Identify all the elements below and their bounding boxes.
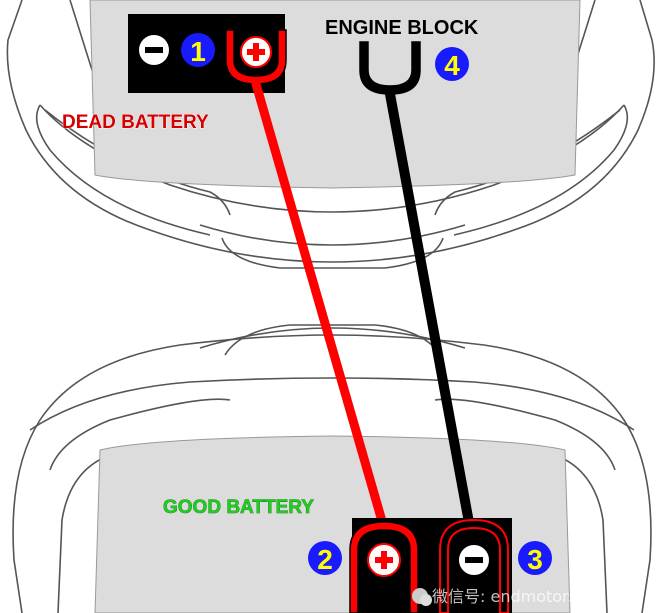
dead-battery-negative-sign <box>145 47 163 53</box>
step-1-number: 1 <box>190 36 206 67</box>
good-battery-negative-clamp <box>439 518 509 613</box>
good-battery-positive-clamp <box>349 521 419 613</box>
dead-battery-positive-clamp <box>225 29 287 85</box>
watermark: 微信号: endmotors <box>412 587 577 606</box>
step-1-badge <box>181 33 215 67</box>
step-3-number: 3 <box>527 544 543 575</box>
step-2-number: 2 <box>317 544 333 575</box>
dead-battery-label: DEAD BATTERY <box>62 112 209 133</box>
step-4-number: 4 <box>444 50 460 81</box>
step-3-badge <box>518 541 552 575</box>
plus-sign-v-bottom <box>381 551 387 569</box>
engine-block-label: ENGINE BLOCK <box>325 17 479 39</box>
engine-block-clamp <box>359 41 421 95</box>
good-battery-label: GOOD BATTERY <box>163 497 314 518</box>
step-2-badge <box>308 541 342 575</box>
minus-sign-bottom <box>465 557 483 563</box>
plus-sign-v-top <box>253 43 259 61</box>
step-4-badge <box>435 47 469 81</box>
wechat-icon-dot <box>420 594 432 606</box>
negative-cable <box>385 89 475 533</box>
watermark-text: 微信号: endmotors <box>432 587 577 606</box>
positive-cable <box>251 79 389 533</box>
